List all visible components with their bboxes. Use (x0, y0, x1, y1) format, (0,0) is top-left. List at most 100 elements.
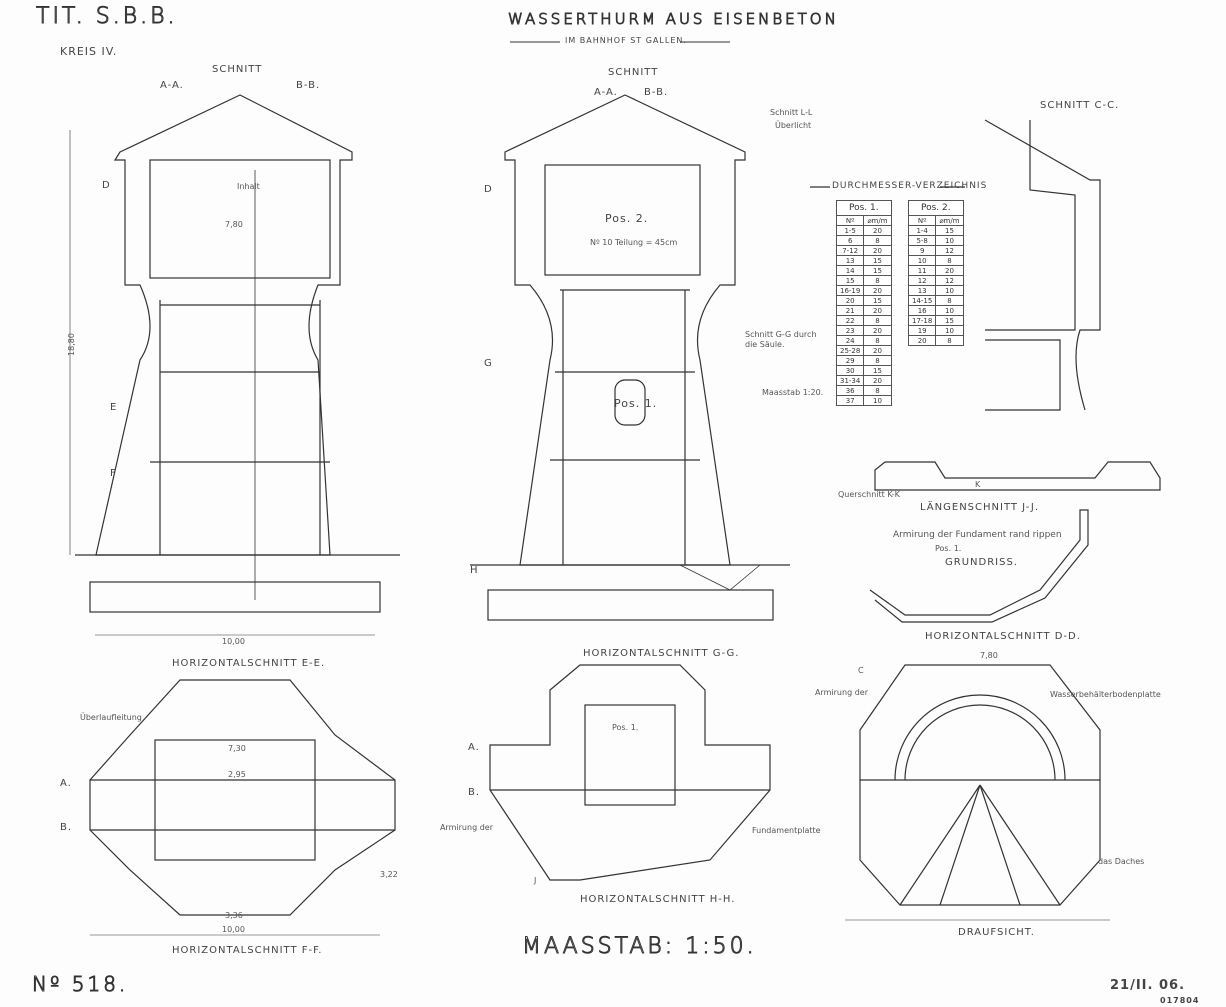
horizontal-dd-draufsicht-drawing (845, 664, 1110, 921)
drawing-date: 21/II. 06. (1110, 978, 1186, 993)
middle-pos1-label: Pos. 1. (614, 397, 658, 410)
schnitt-ll-title: Schnitt L-L (770, 108, 813, 117)
position-cell: 36 (835, 385, 865, 396)
horizontal-hh-title: HORIZONTALSCHNITT H-H. (580, 894, 736, 905)
diameter-cell: 15 (863, 265, 892, 276)
diameter-cell: 10 (935, 285, 964, 296)
left-content-label: Inhalt (237, 182, 260, 191)
ee-dim-1: 7,30 (228, 744, 246, 753)
horizontal-gg-title: HORIZONTALSCHNITT G-G. (583, 648, 740, 659)
column-header: ⌀m/m (863, 215, 892, 226)
diameter-cell: 20 (863, 345, 892, 356)
horizontal-ee-title: HORIZONTALSCHNITT E-E. (172, 658, 326, 669)
overflow-label: Überlaufleitung (80, 713, 142, 722)
position-cell: 13 (907, 285, 937, 296)
diameter-cell: 8 (863, 275, 892, 286)
draufsicht-title: DRAUFSICHT. (958, 927, 1035, 938)
grundriss-title: GRUNDRISS. (945, 557, 1018, 568)
dd-armirung: Armirung der (815, 688, 868, 697)
position-cell: 17-18 (907, 315, 937, 326)
middle-label-h: H (470, 565, 479, 576)
position-cell: 12 (907, 275, 937, 286)
diameter-cell: 8 (935, 255, 964, 266)
diameter-cell: 15 (863, 365, 892, 376)
gg-label-a: A. (468, 742, 480, 753)
schnitt-cc-title: SCHNITT C-C. (1040, 100, 1120, 111)
left-section-title: SCHNITT (212, 64, 263, 75)
middle-label-a: A-A. (594, 87, 618, 98)
schnitt-cc-drawing (984, 119, 1101, 411)
middle-label-d: D (484, 184, 493, 195)
pos2-table-title: Pos. 2. (908, 200, 964, 216)
position-cell: 20 (835, 295, 865, 306)
gg-fundament: Fundamentplatte (752, 826, 821, 835)
office-label: TIT. S.B.B. (36, 4, 178, 30)
position-cell: 22 (835, 315, 865, 326)
dd-label-c: C (858, 666, 864, 675)
drawing-subtitle: IM BAHNHOF ST GALLEN. (565, 36, 687, 45)
diameter-cell: 10 (935, 235, 964, 246)
pos1-table-title: Pos. 1. (836, 200, 892, 216)
diameter-cell: 10 (935, 325, 964, 336)
position-cell: 1-5 (835, 225, 865, 236)
laengsschnitt-drawing (874, 461, 1161, 491)
column-header: ⌀m/m (935, 215, 964, 226)
horizontal-dd-title: HORIZONTALSCHNITT D-D. (925, 631, 1081, 642)
column-header: Nº (907, 215, 937, 226)
sheet-number: Nº 518. (31, 972, 129, 997)
horizontal-gg-hh-drawing (489, 664, 771, 881)
left-width-dim: 10,00 (222, 637, 245, 646)
position-cell: 15 (835, 275, 865, 286)
middle-label-b: B-B. (644, 87, 669, 98)
left-label-d: D (102, 180, 111, 191)
archive-number: 017804 (1160, 996, 1200, 1005)
position-cell: 7-12 (835, 245, 865, 256)
diameter-cell: 20 (863, 245, 892, 256)
position-cell: 14-15 (907, 295, 937, 306)
position-cell: 24 (835, 335, 865, 346)
querschnitt-label: Querschnitt K-K (838, 490, 900, 499)
left-inner-dim: 7,80 (225, 220, 243, 229)
middle-section-title: SCHNITT (608, 67, 659, 78)
gg-armirung: Armirung der (440, 823, 493, 832)
k-label: K (975, 480, 981, 489)
diameter-cell: 8 (863, 235, 892, 246)
column-header: Nº (835, 215, 865, 226)
diameter-cell: 12 (935, 275, 964, 286)
left-label-f: F (110, 468, 117, 479)
scale-label: MAASSTAB: 1:50. (522, 934, 757, 960)
dd-roof-label: das Daches (1098, 857, 1145, 866)
left-label-a: A-A. (160, 80, 184, 91)
schnitt-gg-title: Schnitt G-G durch die Säule. (745, 330, 817, 349)
diameter-cell: 8 (935, 335, 964, 346)
ff-dim-1: 3,36 (225, 911, 243, 920)
position-cell: 20 (907, 335, 937, 346)
middle-label-g: G (484, 358, 493, 369)
diameter-cell: 8 (863, 315, 892, 326)
position-cell: 1-4 (907, 225, 937, 236)
district-label: KREIS IV. (60, 45, 118, 58)
diameter-cell: 15 (863, 295, 892, 306)
diameter-cell: 20 (863, 325, 892, 336)
